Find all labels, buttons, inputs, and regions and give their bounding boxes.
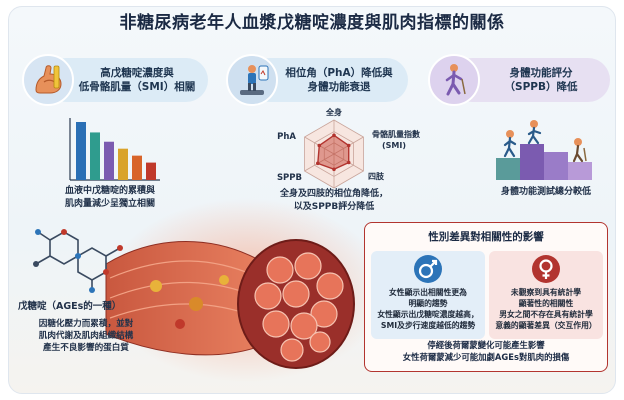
male-line4: SMI及步行速度越低的趨勢 [380, 321, 476, 330]
menopause-note: 停經後荷爾蒙變化可能產生影響 女性荷爾蒙減少可能加劇AGEs對肌肉的損傷 [365, 339, 607, 363]
pentosidine-description: 因糖化壓力而累積，並對 肌肉代謝及肌肉組織結構 產生不良影響的蛋白質 [18, 318, 154, 354]
bar-caption-line2: 肌肉量減少呈獨立相關 [64, 199, 155, 209]
age-deposit-3 [219, 275, 229, 285]
stair-step-4 [568, 162, 592, 180]
age-deposit-4 [175, 319, 185, 329]
pentosidine-title: 戊糖啶（AGEs的一種） [18, 301, 122, 312]
figure-body-2 [527, 126, 542, 145]
radar-point-3 [346, 160, 351, 165]
stairs-caption: 身體功能測試總分較低 [500, 187, 591, 197]
figure-head-1 [506, 130, 514, 138]
radar-label-bottom-left: SPPB [276, 173, 302, 183]
figure-head-3 [574, 138, 582, 146]
gender-panel-title: 性別差異對相關性的影響 [428, 231, 544, 243]
pentosidine-line3: 產生不良影響的蛋白質 [43, 343, 129, 353]
male-line1: 女性顯示出相關性更為 [389, 288, 467, 297]
radar-label-left: PhA [277, 132, 296, 142]
radar-label-top: 全身 [326, 108, 342, 117]
female-line2: 顯著性的相關性 [518, 299, 574, 308]
male-text: 女性顯示出相關性更為 明顯的趨勢 女性顯示出戊糖啶濃度越高， SMI及步行速度越… [371, 287, 485, 331]
radar-point-2 [346, 143, 351, 148]
radar-label-right2: (SMI) [382, 141, 407, 150]
radar-point-5 [316, 161, 320, 166]
bar-1 [76, 122, 86, 180]
age-deposit-2 [189, 297, 203, 311]
bar-2 [90, 132, 100, 180]
stair-step-3 [544, 152, 568, 180]
menopause-note-line1: 停經後荷爾蒙變化可能產生影響 [427, 340, 545, 350]
body-scale-icon [226, 54, 278, 106]
radar-chart [304, 119, 364, 189]
gender-difference-panel: 性別差異對相關性的影響 女性顯示出相關性更為 明顯的趨勢 女性顯示出戊糖啶濃度越… [364, 222, 608, 372]
stair-step-2 [520, 144, 544, 180]
figure-body-3 [572, 144, 584, 163]
radar-caption-line1: 全身及四肢的相位角降低， [279, 189, 388, 199]
bar-chart [69, 118, 160, 181]
menopause-note-line2: 女性荷爾蒙減少可能加劇AGEs對肌肉的損傷 [402, 352, 570, 362]
pill-pha-line1: 相位角（PhA）降低與 [285, 67, 393, 79]
female-column: 未觀察到具有統計學 顯著性的相關性 男女之間不存在具有統計學 意義的顯著差異（交… [489, 251, 603, 339]
female-text: 未觀察到具有統計學 顯著性的相關性 男女之間不存在具有統計學 意義的顯著差異（交… [489, 287, 603, 331]
bar-5 [132, 155, 142, 180]
radar-point-6 [317, 143, 322, 148]
walking-person-icon [428, 54, 480, 106]
female-line1: 未觀察到具有統計學 [510, 288, 582, 297]
muscle-arm-icon [22, 54, 74, 106]
male-column: 女性顯示出相關性更為 明顯的趨勢 女性顯示出戊糖啶濃度越高， SMI及步行速度越… [371, 251, 485, 339]
pill-pha-line2: 身體功能衰退 [307, 81, 371, 93]
male-symbol-icon [414, 255, 442, 283]
stairs-illustration [496, 120, 592, 180]
pill-sppb-line2: （SPPB）降低 [504, 81, 578, 93]
female-symbol-icon [532, 255, 560, 283]
pill-smi-line1: 高戊糖啶濃度與 [100, 67, 174, 79]
radar-point-1 [332, 133, 336, 138]
bar-3 [104, 141, 114, 180]
pill-sppb-line1: 身體功能評分 [509, 67, 573, 79]
pentosidine-molecule-icon [33, 229, 123, 293]
pentosidine-line2: 肌肉代謝及肌肉組織結構 [38, 331, 134, 341]
bar-caption-line1: 血液中戊糖啶的累積與 [64, 186, 155, 196]
radar-caption-line2: 以及SPPB評分降低 [293, 202, 375, 212]
muscle-bundle-illustration [105, 198, 380, 382]
muscle-fascicles [254, 252, 344, 362]
bar-4 [118, 148, 128, 180]
male-line2: 明顯的趨勢 [408, 299, 448, 308]
figure-head-2 [530, 120, 538, 128]
radar-label-bottom-right: 四肢 [368, 172, 384, 181]
bar-6 [146, 162, 156, 180]
radar-point-4 [332, 167, 336, 172]
bar-caption: 血液中戊糖啶的累積與 肌肉量減少呈獨立相關 [30, 185, 190, 211]
female-line3: 男女之間不存在具有統計學 [499, 310, 593, 319]
figure-body-1 [503, 136, 517, 158]
page-title: 非糖尿病老年人血漿戊糖啶濃度與肌肉指標的關係 [119, 13, 505, 33]
female-line4: 意義的顯著差異（交互作用） [495, 321, 597, 330]
radar-label-right: 骨骼肌量指數 [372, 130, 420, 139]
pentosidine-line1: 因糖化壓力而累積，並對 [38, 319, 134, 329]
stair-step-1 [496, 158, 520, 180]
walking-cane [583, 147, 587, 162]
male-line3: 女性顯示出戊糖啶濃度越高， [377, 310, 479, 319]
age-deposit-1 [150, 280, 162, 292]
pill-smi-line2: 低骨骼肌量（SMI）相關 [78, 81, 196, 93]
radar-caption: 全身及四肢的相位角降低， 以及SPPB評分降低 [254, 188, 414, 214]
